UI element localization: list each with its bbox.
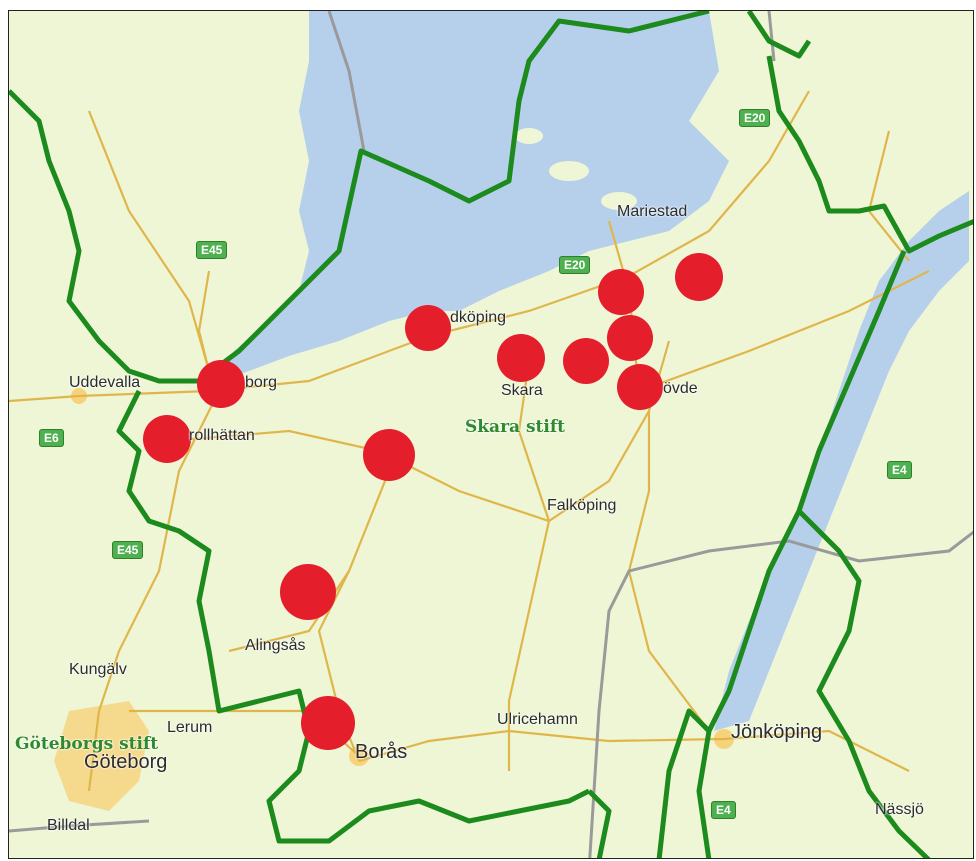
grey-borders	[9, 11, 973, 858]
place-uddevalla: Uddevalla	[69, 374, 141, 391]
place-falkoping: Falköping	[547, 497, 617, 514]
place-goteborg: Göteborg	[84, 751, 168, 773]
map-marker[interactable]	[617, 364, 663, 410]
place-boras: Borås	[355, 741, 408, 763]
map-marker[interactable]	[363, 429, 415, 481]
road-shield-e45-north: E45	[196, 241, 228, 259]
place-trollhattan: rollhättan	[189, 427, 255, 444]
road-shield-e45-south: E45	[112, 541, 144, 559]
region-goteborgs-stift: Göteborgs stift	[15, 734, 159, 754]
map-marker[interactable]	[497, 334, 545, 382]
place-ulricehamn: Ulricehamn	[497, 711, 578, 728]
island	[515, 128, 543, 144]
road-network	[9, 90, 930, 792]
place-lidkoping: dköping	[450, 309, 507, 326]
place-vanersborg: borg	[245, 374, 278, 391]
road-shield-e20-west: E20	[559, 256, 591, 274]
map-marker[interactable]	[197, 360, 245, 408]
place-skovde: övde	[663, 380, 698, 397]
map-marker[interactable]	[143, 415, 191, 463]
place-alingsas: Alingsås	[245, 637, 306, 654]
map-marker[interactable]	[607, 315, 653, 361]
map-marker[interactable]	[405, 305, 451, 351]
region-skara-stift: Skara stift	[465, 417, 566, 437]
lake-vattern	[714, 191, 969, 731]
place-jonkoping: Jönköping	[731, 721, 823, 743]
map-marker[interactable]	[598, 269, 644, 315]
place-skara: Skara	[501, 382, 543, 399]
urban-goteborg	[54, 701, 149, 811]
lake-vanern-bay	[429, 121, 729, 311]
map-marker[interactable]	[280, 564, 336, 620]
place-lerum: Lerum	[167, 719, 213, 736]
map-canvas[interactable]	[9, 11, 974, 859]
place-nassjo: Nässjö	[875, 801, 924, 818]
road-shield-e20-east: E20	[739, 109, 771, 127]
diocese-borders	[9, 11, 973, 858]
road-shield-e4-north: E4	[887, 461, 912, 479]
marker-layer[interactable]	[143, 253, 723, 750]
road-shield-e6: E6	[39, 429, 64, 447]
map-marker[interactable]	[675, 253, 723, 301]
place-billdal: Billdal	[47, 817, 90, 834]
map-marker[interactable]	[563, 338, 609, 384]
place-kungalv: Kungälv	[69, 661, 127, 678]
place-mariestad: Mariestad	[617, 203, 688, 220]
island	[601, 192, 637, 210]
map-frame[interactable]: E45 E45 E6 E20 E20 E4 E4 Uddevalla borg …	[8, 10, 974, 859]
island	[549, 161, 589, 181]
road-shield-e4-south: E4	[711, 801, 736, 819]
map-marker[interactable]	[301, 696, 355, 750]
lake-vanern	[219, 11, 719, 381]
